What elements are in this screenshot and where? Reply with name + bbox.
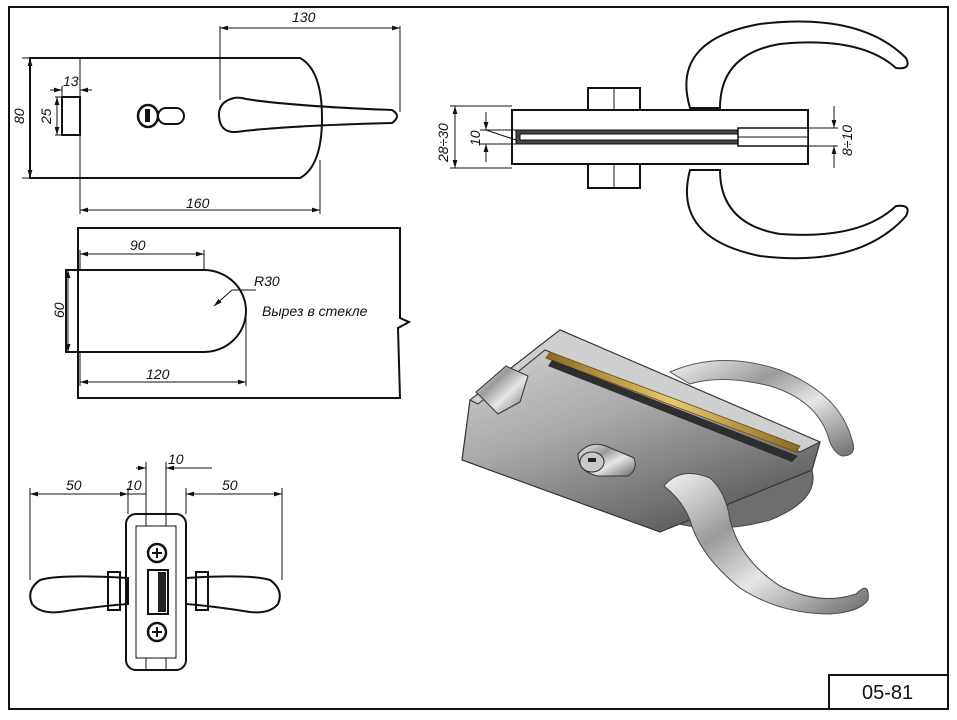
top-view: 130 80 25 13 160 — [11, 9, 401, 214]
sheet-frame — [8, 6, 949, 710]
glass-outline — [77, 227, 412, 399]
render-lock-cylinder-icon — [577, 443, 636, 477]
dim-cutout-radius: R30 — [254, 273, 280, 289]
dim-top-height: 80 — [11, 108, 27, 124]
lock-cylinder-icon — [136, 103, 185, 129]
drawing-code: 05-81 — [862, 682, 913, 704]
render-front-handle — [663, 473, 869, 615]
top-view-plate-outline — [29, 57, 324, 179]
dim-section-glass: 28÷30 — [435, 123, 451, 163]
dim-front-gap: 10 — [168, 451, 184, 467]
dim-front-right-handle: 50 — [222, 477, 238, 493]
dim-section-slot: 8÷10 — [839, 125, 855, 156]
dim-front-left-handle: 50 — [66, 477, 82, 493]
front-left-handle — [29, 575, 129, 614]
front-plate — [125, 513, 187, 671]
front-right-handle — [185, 575, 281, 614]
dim-front-left-plate: 10 — [126, 477, 142, 493]
render-back-handle — [668, 359, 855, 457]
top-screw-icon — [146, 542, 168, 564]
top-view-handle — [217, 96, 398, 134]
dim-top-cutout-height: 25 — [38, 108, 54, 125]
isometric-render — [461, 329, 869, 615]
drawing-code-box: 05-81 — [828, 674, 949, 710]
cutout-shape — [65, 269, 247, 353]
dim-cutout-height: 60 — [51, 302, 67, 318]
glass-cutout-label: Вырез в стекле — [262, 303, 368, 319]
dim-top-base-length: 160 — [186, 195, 210, 211]
dim-cutout-total: 120 — [146, 366, 170, 382]
bottom-screw-icon — [146, 621, 168, 643]
top-view-cutout-slot — [61, 96, 81, 136]
dim-section-gap: 10 — [467, 130, 483, 146]
dim-cutout-straight: 90 — [130, 237, 146, 253]
section-view: 28÷30 10 8÷10 — [435, 20, 909, 260]
glass-cutout-view: 90 R30 Вырез в стекле 60 120 — [51, 227, 412, 399]
dim-top-length: 130 — [292, 9, 316, 25]
front-view: 50 10 10 50 — [29, 451, 283, 671]
section-c-handle — [685, 20, 909, 109]
dim-top-cutout-width: 13 — [63, 73, 79, 89]
